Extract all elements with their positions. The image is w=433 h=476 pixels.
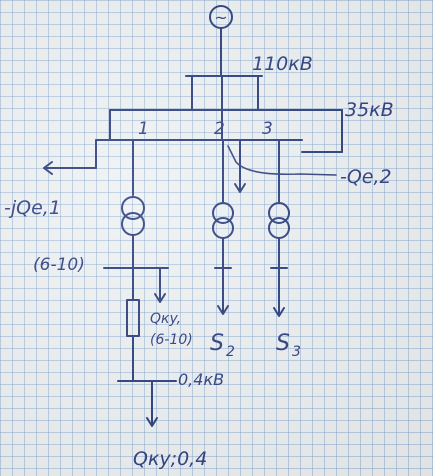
load-qe2-label: -Qe,2 [340,166,392,188]
s3-arrow-icon [273,307,285,317]
bus-35kv-label: 35кВ [345,99,394,121]
load-qe1-label: -jQe,1 [4,197,61,219]
load-qe2-arrow-icon [234,183,246,193]
section-1-label: 1 [138,119,149,139]
bus-6-10kv-label: (6-10) [33,255,85,275]
s2-label: S [210,331,224,356]
q-04-arrow-icon [146,417,158,427]
reactor-icon [126,299,140,337]
q-ky-04-label: Qкy;0,4 [133,448,207,470]
s3-index: 3 [292,344,301,360]
q-6-10-arrow-icon [154,293,166,303]
section-2-label: 2 [214,119,225,139]
transformer-1-icon [121,196,145,236]
s3-label: S [276,331,290,356]
transformer-3-icon [268,202,290,239]
s2-index: 2 [226,344,235,360]
svg-text:~: ~ [214,8,227,27]
s2-arrow-icon [217,305,229,315]
section-3-label: 3 [262,119,273,139]
bus-04kv-label: 0,4кВ [178,370,224,389]
q-ky-6-10-label-a: Qкy, [150,311,181,327]
q-ky-6-10-label-b: (6-10) [150,332,193,348]
transformer-2-icon [212,202,234,239]
bus-110kv-label: 110кВ [252,53,313,75]
load-qe1-arrow-icon [43,161,53,175]
load-qe2-leader [227,145,337,176]
generator-source-icon: ~ [209,5,233,29]
